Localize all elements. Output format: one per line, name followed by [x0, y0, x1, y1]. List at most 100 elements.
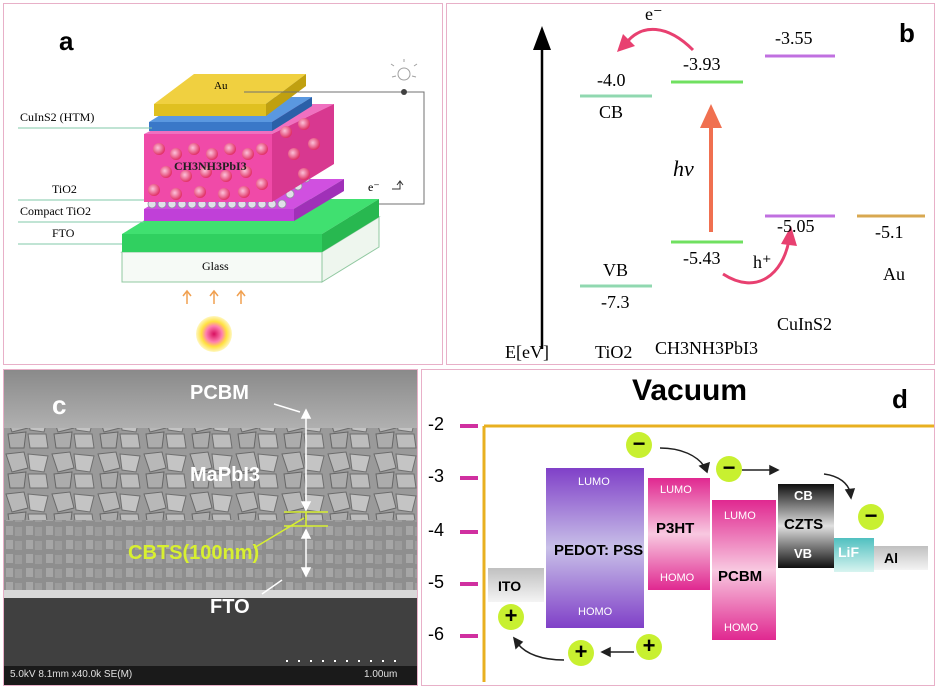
label-ito: ITO — [498, 578, 522, 594]
cuins-bottom-value: -5.05 — [777, 216, 815, 236]
panel-letter-d: d — [892, 384, 908, 414]
tio2-vb-label: VB — [603, 260, 629, 280]
label-fto-sem: FTO — [210, 596, 250, 618]
device-stack-svg — [18, 59, 425, 352]
label-perovskite: CH3NH3PbI3 — [174, 159, 247, 173]
label-lif: LiF — [838, 544, 859, 560]
label-tio2: TiO2 — [52, 182, 77, 196]
thickness-markers — [300, 408, 312, 578]
label-pcbm: PCBM — [190, 382, 249, 404]
panel-letter-b: b — [899, 18, 915, 48]
hole-charge-1: + — [498, 604, 524, 630]
y-tick--6: -6 — [428, 624, 445, 644]
gold-electrode — [154, 74, 306, 116]
y-tick--5: -5 — [428, 572, 445, 592]
label-pedot: PEDOT: PSS — [554, 542, 644, 559]
sem-footer-info: 5.0kV 8.1mm x40.0k SE(M) — [10, 669, 133, 680]
perovskite-homo-value: -5.43 — [683, 248, 721, 268]
sem-footer-bar — [4, 666, 417, 685]
panel-b-energy-diagram: b e⁻ -4.0 CB -3.93 -3.55 hν -5.05 -5.1 -… — [446, 3, 935, 365]
cuins-top-value: -3.55 — [775, 28, 813, 48]
material-perovskite: CH3NH3PbI3 — [655, 338, 759, 358]
vacuum-title: Vacuum — [632, 374, 748, 407]
tio2-cb-value: -4.0 — [597, 70, 626, 90]
fto-pointer — [261, 579, 283, 595]
label-p3ht: P3HT — [656, 520, 695, 537]
panel-letter-a: a — [59, 26, 74, 56]
tio2-vb-value: -7.3 — [601, 292, 630, 312]
sem-perovskite-grains — [4, 428, 417, 520]
czts-cb: CB — [794, 488, 813, 503]
vacuum-axis — [482, 424, 934, 682]
sem-substrate — [4, 598, 417, 668]
electron-arrows — [659, 447, 856, 500]
pcbm-pointer — [273, 403, 301, 413]
tio2-cb-label: CB — [599, 102, 624, 122]
cbts-marker — [253, 511, 328, 549]
label-leaders — [18, 127, 152, 245]
block-pcbm — [712, 500, 776, 640]
electron-transfer-arrow — [617, 28, 695, 52]
energy-levels-svg — [533, 26, 925, 349]
panel-letter-c: c — [52, 390, 67, 420]
perovskite-grains — [148, 118, 320, 200]
photon-label: hν — [673, 156, 694, 181]
y-tick--2: -2 — [428, 414, 445, 434]
block-pedot — [546, 468, 644, 628]
material-cuins: CuInS2 — [777, 314, 833, 334]
electron-charge-3: − — [858, 504, 884, 530]
energy-axis — [533, 26, 551, 349]
pcbm-homo: HOMO — [724, 622, 759, 634]
hole-transfer-arrow — [722, 226, 797, 285]
axis-label: E[eV] — [505, 342, 549, 362]
label-cbts: CBTS(100nm) — [128, 542, 260, 564]
light-source-icon — [196, 316, 232, 352]
p3ht-homo: HOMO — [660, 572, 695, 584]
block-ito — [488, 568, 544, 602]
label-electron-a: e⁻ — [368, 180, 380, 194]
pcbm-lumo: LUMO — [724, 510, 756, 522]
electron-charge-1: − — [626, 432, 652, 458]
pedot-lumo: LUMO — [578, 476, 610, 488]
label-pcbm-d: PCBM — [718, 568, 763, 585]
panel-c-sem-cross-section: c PCBM MaPbI3 CBTS(100nm) FTO 5.0kV 8.1m… — [3, 369, 418, 686]
block-czts — [778, 484, 834, 568]
hole-charge-3: + — [636, 634, 662, 660]
y-tick--3: -3 — [428, 466, 445, 486]
au-level-value: -5.1 — [875, 222, 904, 242]
perovskite-lumo-value: -3.93 — [683, 54, 721, 74]
label-compact-tio2: Compact TiO2 — [20, 204, 92, 218]
panel-d-band-diagram: Vacuum d -2 -3 -4 -5 -6 ITO LUMO PEDOT: … — [421, 369, 935, 686]
y-axis-ticks — [460, 424, 478, 638]
block-al — [874, 546, 928, 570]
label-glass: Glass — [202, 259, 229, 273]
sem-scale-label: 1.00um — [364, 669, 398, 680]
electron-flow-arrow — [392, 180, 404, 190]
block-lif — [834, 538, 874, 572]
label-al: Al — [884, 550, 898, 566]
hole-charge-2: + — [568, 640, 594, 666]
photoexcitation-arrow — [700, 104, 722, 232]
label-mapbi3: MaPbI3 — [190, 464, 261, 486]
au-label: Au — [883, 264, 905, 284]
panel-a-device-schematic: a Au CuInS2 (HTM) CH3NH3PbI3 TiO2 Compac… — [3, 3, 443, 365]
band-diagram-svg — [460, 424, 934, 682]
pedot-homo: HOMO — [578, 606, 613, 618]
lightbulb-icon — [390, 59, 418, 81]
label-htm: CuInS2 (HTM) — [20, 110, 95, 124]
circuit-junction — [401, 89, 407, 95]
sem-pcbm-region — [4, 370, 417, 428]
hole-arrows — [512, 636, 634, 661]
label-electron-b: e⁻ — [645, 4, 663, 24]
p3ht-lumo: LUMO — [660, 484, 692, 496]
sem-image — [4, 370, 417, 685]
material-tio2: TiO2 — [595, 342, 633, 362]
y-tick--4: -4 — [428, 520, 445, 540]
czts-vb: VB — [794, 546, 813, 561]
scale-bar — [286, 660, 396, 662]
sem-interface-line — [4, 590, 417, 598]
external-circuit — [244, 91, 425, 205]
sem-cbts-fto-region — [4, 520, 417, 590]
label-fto: FTO — [52, 226, 75, 240]
label-au: Au — [214, 80, 228, 92]
